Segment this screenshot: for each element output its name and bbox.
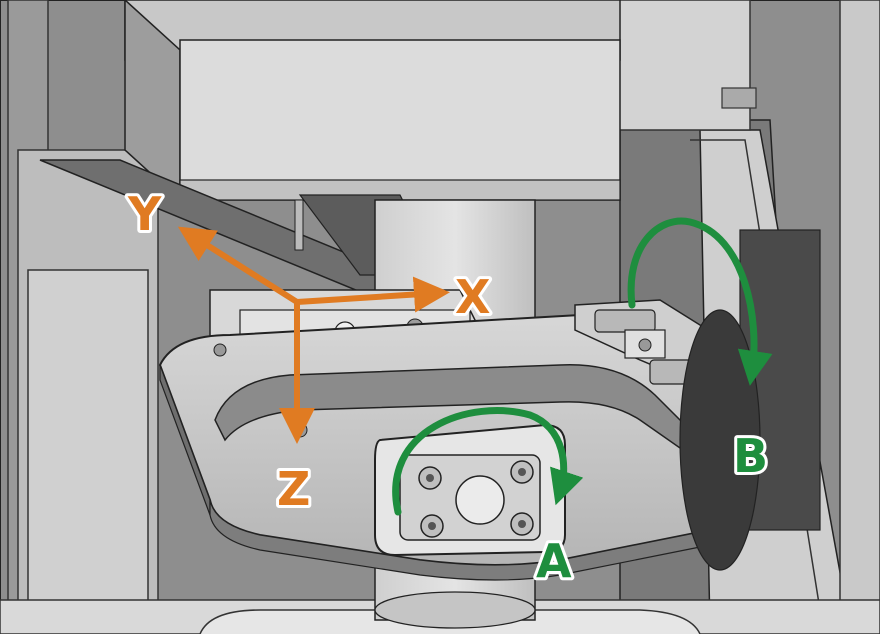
- y-axis-arrow: [177, 226, 300, 305]
- z-axis-label: Z: [277, 462, 310, 516]
- spindle-head: [124, 0, 621, 202]
- a-rotation-label: A: [536, 534, 572, 588]
- rotation-arrows: [392, 217, 773, 516]
- clamp-plate: [374, 423, 566, 557]
- x-axis-arrow: [294, 276, 450, 313]
- clamp-bolt: [418, 466, 442, 490]
- b-rotation-arrow: [627, 217, 773, 386]
- x-axis-label: X: [455, 270, 490, 324]
- b-rotation-label: B: [733, 429, 768, 483]
- clamp-bolt: [510, 460, 534, 484]
- clamp-bolt: [510, 512, 534, 536]
- linear-axes: [177, 226, 450, 444]
- y-axis-label: Y: [127, 187, 162, 241]
- clamp-bolt: [420, 514, 444, 538]
- a-rotation-arrow: [392, 407, 584, 516]
- b-axis-bracket: [574, 229, 821, 571]
